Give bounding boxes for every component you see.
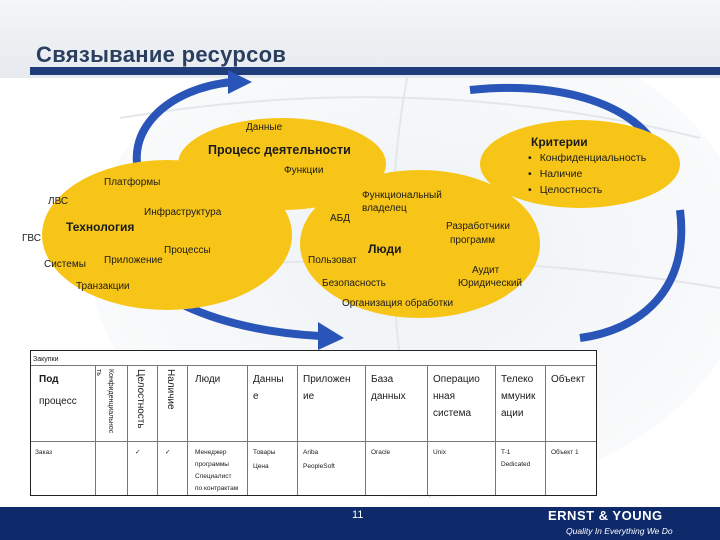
- application-header-2: ие: [303, 391, 315, 402]
- transactions-label: Транзакции: [76, 281, 130, 292]
- confidentiality-header: Конфиденциальнос: [107, 369, 114, 434]
- developers-label-2: программ: [450, 235, 496, 246]
- row-app-2: PeopleSoft: [303, 463, 335, 470]
- divider: [157, 365, 158, 495]
- process-header: Под: [39, 374, 59, 385]
- process-title: Процесс деятельности: [208, 143, 351, 157]
- people-title: Люди: [368, 242, 402, 256]
- object-header: Объект: [551, 374, 586, 385]
- systems-label: Системы: [44, 259, 86, 270]
- criteria-list: Конфиденциальность Наличие Целостность: [528, 150, 647, 198]
- brand-slogan: Quality In Everything We Do: [566, 526, 673, 536]
- brand-logo: ERNST & YOUNG: [548, 508, 663, 523]
- row-people-3: Специалист: [195, 473, 232, 480]
- divider: [31, 441, 596, 442]
- technology-ellipse: [42, 160, 292, 310]
- resource-table: Закупки Под процесс Конфиденциальнос ть …: [30, 350, 597, 496]
- divider: [427, 365, 428, 495]
- row-app-1: Ariba: [303, 449, 319, 456]
- telecom-header-2: ммуник: [501, 391, 536, 402]
- criteria-item: Целостность: [528, 182, 646, 198]
- database-header-2: данных: [371, 391, 406, 402]
- availability-check: ✓: [165, 449, 171, 456]
- os-header-2: нная: [433, 391, 456, 402]
- integrity-check: ✓: [135, 449, 141, 456]
- criteria-item: Конфиденциальность: [528, 150, 647, 166]
- process-header-2: процесс: [39, 396, 77, 407]
- data-header: Данны: [253, 374, 284, 385]
- audit-label: Аудит: [472, 265, 500, 276]
- integrity-header: Целостность: [135, 369, 146, 429]
- arrow-head-icon: [228, 70, 252, 94]
- criteria-item: Наличие: [528, 166, 646, 182]
- row-object: Объект 1: [551, 449, 579, 456]
- divider: [365, 365, 366, 495]
- security-label: Безопасность: [322, 278, 386, 289]
- slide-title: Связывание ресурсов: [36, 42, 287, 67]
- user-label: Пользоват: [308, 255, 357, 266]
- infrastructure-label: Инфраструктура: [144, 207, 222, 218]
- table-caption: Закупки: [33, 356, 59, 363]
- platforms-label: Платформы: [104, 177, 161, 188]
- availability-header: Наличие: [165, 369, 176, 410]
- confidentiality-header-tail: ть: [95, 369, 102, 376]
- technology-title: Технология: [66, 220, 135, 234]
- divider: [95, 365, 96, 495]
- title-underline-bar: [30, 67, 720, 75]
- row-data-1: Товары: [253, 449, 276, 456]
- row-db: Oracle: [371, 449, 391, 456]
- row-people-1: Менеджер: [195, 449, 227, 456]
- application-header: Приложен: [303, 374, 351, 385]
- data-label: Данные: [246, 122, 283, 133]
- telecom-header-3: ации: [501, 408, 524, 419]
- divider: [495, 365, 496, 495]
- gvs-label: ГВС: [22, 233, 41, 244]
- functional-owner-label: Функциональный: [362, 190, 442, 201]
- row-data-2: Цена: [253, 463, 269, 470]
- os-header: Операцио: [433, 374, 480, 385]
- divider: [545, 365, 546, 495]
- developers-label: Разработчики: [446, 221, 510, 232]
- people-ellipse: [300, 170, 540, 318]
- people-header: Люди: [195, 374, 221, 385]
- arrow-head-icon: [318, 322, 344, 350]
- legal-label: Юридический: [458, 278, 522, 289]
- abd-label: АБД: [330, 213, 351, 224]
- divider: [31, 365, 596, 366]
- os-header-3: система: [433, 408, 472, 419]
- footer-bar: [0, 507, 720, 540]
- page-number: 11: [352, 509, 364, 521]
- data-header-2: е: [253, 391, 259, 402]
- telecom-header: Телеко: [501, 374, 534, 385]
- lvs-label: ЛВС: [48, 196, 69, 207]
- processing-org-label: Организация обработки: [342, 298, 454, 309]
- row-process: Заказ: [35, 449, 53, 456]
- row-people-2: программы: [195, 461, 229, 468]
- database-header: База: [371, 374, 394, 385]
- row-tel-2: Dedicated: [501, 461, 531, 468]
- divider: [247, 365, 248, 495]
- header-band: [0, 0, 720, 78]
- divider: [187, 365, 188, 495]
- row-people-4: по контрактам: [195, 485, 239, 492]
- application-label: Приложение: [104, 255, 163, 266]
- divider: [127, 365, 128, 495]
- divider: [297, 365, 298, 495]
- functions-label: Функции: [284, 165, 324, 176]
- criteria-title: Критерии: [531, 135, 588, 149]
- functional-owner-label-2: владелец: [362, 203, 407, 214]
- row-tel-1: T-1: [501, 449, 511, 456]
- processes-label: Процессы: [164, 245, 211, 256]
- row-os: Unix: [433, 449, 447, 456]
